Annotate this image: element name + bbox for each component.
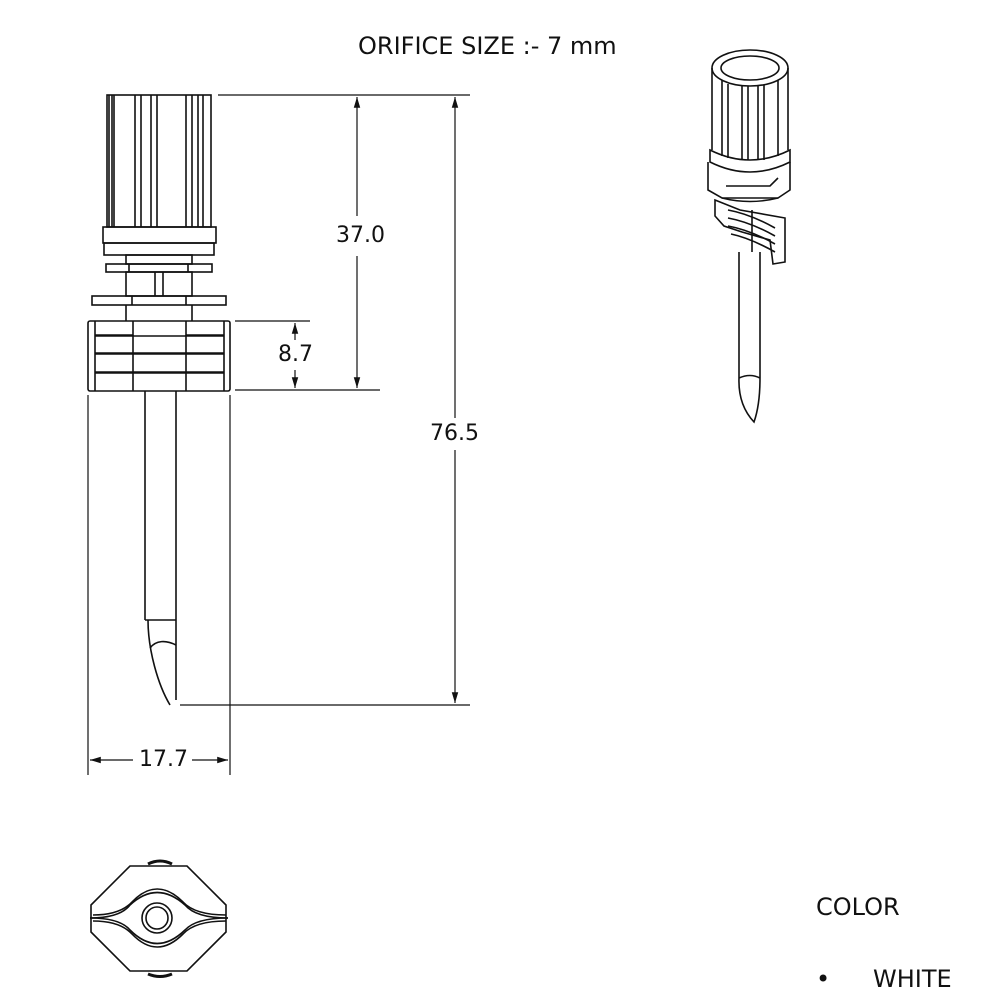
bottom-view xyxy=(89,859,229,978)
orifice-size-title: ORIFICE SIZE :- 7 mm xyxy=(358,32,617,60)
isometric-view xyxy=(707,49,791,424)
cap-height-dimension: 37.0 xyxy=(334,223,387,248)
overall-height-dimension: 76.5 xyxy=(428,421,481,446)
front-view xyxy=(87,94,231,706)
width-dimension: 17.7 xyxy=(137,747,190,772)
color-label: COLOR xyxy=(816,893,900,921)
dimension-lines xyxy=(87,94,470,775)
nut-height-dimension: 8.7 xyxy=(276,342,315,367)
color-option-white: WHITE xyxy=(873,965,952,993)
color-bullet: • xyxy=(816,965,831,993)
